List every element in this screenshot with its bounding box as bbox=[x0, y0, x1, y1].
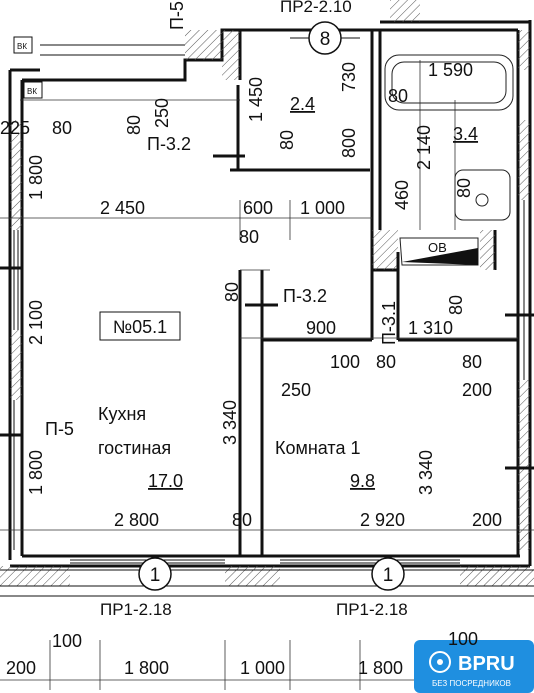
axis-label-1-right: 1 bbox=[383, 565, 394, 586]
dim-80-j: 80 bbox=[222, 282, 242, 302]
dim-bottom-100-right: 100 bbox=[448, 629, 478, 649]
dim-80-b: 80 bbox=[376, 352, 396, 372]
dim-250-b: 250 bbox=[152, 98, 172, 128]
dim-80-h: 80 bbox=[388, 86, 408, 106]
logo-tagline: БЕЗ ПОСРЕДНИКОВ bbox=[432, 679, 511, 688]
axis-label-8: 8 bbox=[320, 29, 331, 50]
vk-box-left bbox=[23, 81, 43, 99]
dim-bottom-100-left: 100 bbox=[52, 631, 82, 651]
dim-250-a: 250 bbox=[281, 380, 311, 400]
axis-marker-1-right bbox=[371, 557, 405, 591]
opening-p5-top: П-5 bbox=[167, 1, 187, 30]
axis-marker-8 bbox=[290, 21, 360, 55]
axis-label-1-left: 1 bbox=[150, 565, 161, 586]
hall-area: 2.4 bbox=[290, 94, 315, 114]
ov-label: ОВ bbox=[428, 240, 447, 255]
dim-600: 600 bbox=[243, 198, 273, 218]
dim-2100-v: 2 100 bbox=[26, 300, 46, 345]
dim-200-a: 200 bbox=[462, 380, 492, 400]
vk-box-top bbox=[13, 36, 33, 54]
opening-pr-bottom-left: ПР1-2.18 bbox=[100, 600, 172, 619]
dim-1000: 1 000 bbox=[300, 198, 345, 218]
opening-p32-top: П-3.2 bbox=[147, 134, 191, 154]
logo-brand: BPRU bbox=[458, 653, 515, 675]
dim-bottom-200: 200 bbox=[6, 658, 36, 678]
apartment-number: №05.1 bbox=[113, 317, 167, 337]
dim-1450: 1 450 bbox=[246, 77, 266, 122]
opening-pr-bottom-right: ПР1-2.18 bbox=[336, 600, 408, 619]
dim-3340-b: 3 340 bbox=[416, 450, 436, 495]
dim-2920: 2 920 bbox=[360, 510, 405, 530]
dim-bottom-1800-a: 1 800 bbox=[124, 658, 169, 678]
dim-1800-v2: 1 800 bbox=[26, 450, 46, 495]
dim-460: 460 bbox=[392, 180, 412, 210]
opening-markers bbox=[0, 60, 534, 470]
dim-80-a: 80 bbox=[239, 227, 259, 247]
dim-1590: 1 590 bbox=[428, 60, 473, 80]
hatched-walls bbox=[0, 0, 534, 586]
windows bbox=[0, 44, 534, 597]
dim-80-d: 80 bbox=[232, 510, 252, 530]
dim-1310: 1 310 bbox=[408, 318, 453, 338]
vk-label-top: ВК bbox=[17, 42, 27, 51]
kitchen-name-line2: гостиная bbox=[98, 438, 171, 458]
dim-80-i: 80 bbox=[454, 178, 474, 198]
dim-2800: 2 800 bbox=[114, 510, 159, 530]
dim-80-g: 80 bbox=[277, 130, 297, 150]
dim-900: 900 bbox=[306, 318, 336, 338]
axis-marker-1-left bbox=[138, 557, 172, 591]
dim-100-a: 100 bbox=[330, 352, 360, 372]
dim-800: 800 bbox=[339, 128, 359, 158]
opening-p32-mid: П-3.2 bbox=[283, 286, 327, 306]
bath-area: 3.4 bbox=[453, 124, 478, 144]
room-area: 9.8 bbox=[350, 471, 375, 491]
dim-80-k: 80 bbox=[446, 295, 466, 315]
dim-730: 730 bbox=[339, 62, 359, 92]
kitchen-area: 17.0 bbox=[148, 471, 183, 491]
dim-bottom-1800-b: 1 800 bbox=[358, 658, 403, 678]
dim-bottom-1000: 1 000 bbox=[240, 658, 285, 678]
dim-225: 225 bbox=[0, 118, 30, 138]
dim-200-b: 200 bbox=[472, 510, 502, 530]
dim-2450: 2 450 bbox=[100, 198, 145, 218]
dim-80-c: 80 bbox=[462, 352, 482, 372]
walls bbox=[8, 20, 532, 568]
dim-80-e: 80 bbox=[52, 118, 72, 138]
vk-label-left: ВК bbox=[27, 87, 37, 96]
apartment-number-box bbox=[99, 311, 181, 341]
dim-3340-a: 3 340 bbox=[220, 400, 240, 445]
room-name: Комната 1 bbox=[275, 438, 361, 458]
opening-p5-left: П-5 bbox=[45, 419, 74, 439]
opening-pr-top: ПР2-2.10 bbox=[280, 0, 352, 16]
dim-2140: 2 140 bbox=[414, 125, 434, 170]
bathtub bbox=[384, 54, 514, 111]
dim-80-f: 80 bbox=[124, 115, 144, 135]
dimension-lines bbox=[0, 60, 534, 690]
kitchen-name-line1: Кухня bbox=[98, 404, 146, 424]
opening-p31: П-3.1 bbox=[379, 301, 399, 345]
sink bbox=[454, 169, 511, 221]
bpru-logo bbox=[414, 640, 534, 693]
ov-unit bbox=[399, 237, 479, 266]
dim-1800-v1: 1 800 bbox=[26, 155, 46, 200]
